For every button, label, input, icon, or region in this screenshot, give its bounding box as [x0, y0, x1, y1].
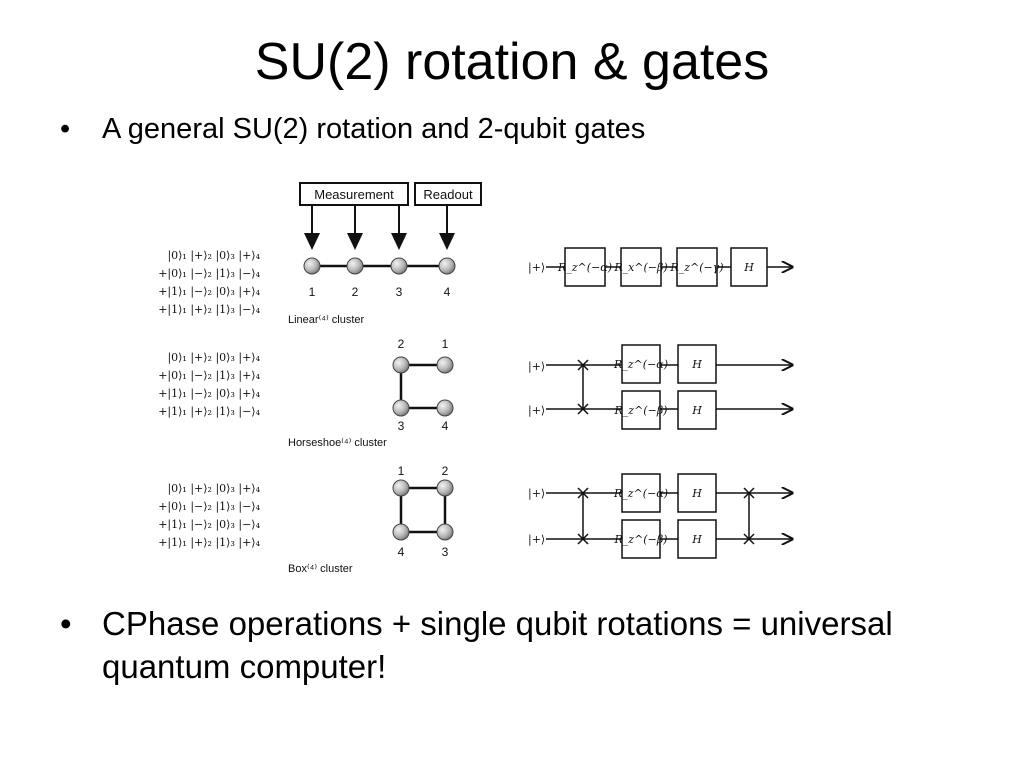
- gate-label: R_z^(−α): [557, 261, 612, 274]
- gate-label: H: [691, 487, 702, 500]
- box-state-list: |0⟩₁ |+⟩₂ |0⟩₃ |+⟩₄ +|0⟩₁ |−⟩₂ |1⟩₃ |−⟩₄…: [158, 482, 260, 550]
- gate-box: [677, 519, 717, 559]
- node-number: 3: [442, 545, 449, 559]
- bullet-su2-rotation: • A general SU(2) rotation and 2-qubit g…: [60, 110, 980, 148]
- state-line: +|1⟩₁ |+⟩₂ |1⟩₃ |−⟩₄: [158, 405, 260, 419]
- gate-box: [677, 390, 717, 430]
- horseshoe-bonds: [399, 363, 445, 410]
- state-line: +|1⟩₁ |−⟩₂ |0⟩₃ |+⟩₄: [158, 387, 260, 401]
- gate-label: H: [691, 404, 702, 417]
- cphase-marks: [743, 487, 755, 545]
- cphase-marks: [577, 487, 589, 545]
- node-number: 3: [396, 285, 403, 299]
- node-number: 2: [442, 464, 449, 478]
- qubit-node: [303, 257, 321, 275]
- node-number: 2: [398, 337, 405, 351]
- gate-label: R_z^(−β): [614, 533, 668, 546]
- measurement-label: Measurement: [314, 187, 394, 202]
- state-line: +|0⟩₁ |−⟩₂ |1⟩₃ |+⟩₄: [158, 369, 260, 383]
- gate-box: [564, 247, 606, 287]
- gate-box: [730, 247, 768, 287]
- gate-label: R_z^(−γ): [669, 261, 723, 274]
- qubit-node: [392, 523, 410, 541]
- bullet-text: A general SU(2) rotation and 2-qubit gat…: [102, 113, 646, 145]
- qubit-node: [392, 479, 410, 497]
- horseshoe-caption: Horseshoe⁽⁴⁾ cluster: [288, 437, 387, 449]
- slide-title: SU(2) rotation & gates: [254, 33, 770, 91]
- qubit-node: [436, 356, 454, 374]
- arrow-heads: [304, 233, 455, 250]
- state-line: |0⟩₁ |+⟩₂ |0⟩₃ |+⟩₄: [167, 249, 260, 263]
- node-number: 1: [442, 337, 449, 351]
- horseshoe-state-list: |0⟩₁ |+⟩₂ |0⟩₃ |+⟩₄ +|0⟩₁ |−⟩₂ |1⟩₃ |+⟩₄…: [158, 351, 260, 419]
- gate-label: R_z^(−α): [613, 358, 668, 371]
- measurement-arrows: [311, 205, 448, 240]
- gate-box: [676, 247, 718, 287]
- gate-label: H: [691, 358, 702, 371]
- gate-label: R_z^(−α): [613, 487, 668, 500]
- circuit-input: |+⟩: [528, 404, 545, 418]
- gate-box: [621, 390, 661, 430]
- state-line: +|1⟩₁ |+⟩₂ |1⟩₃ |+⟩₄: [158, 536, 260, 550]
- node-number: 1: [398, 464, 405, 478]
- gate-box: [677, 344, 717, 384]
- gate-box: [620, 247, 662, 287]
- linear-caption: Linear⁽⁴⁾ cluster: [288, 314, 364, 326]
- box-bonds: [399, 486, 447, 534]
- qubit-node: [390, 257, 408, 275]
- bullet-marker: •: [60, 605, 72, 642]
- gate-box: [677, 473, 717, 513]
- circuit-input: |+⟩: [528, 533, 545, 547]
- cluster-state-figure: Measurement Readout |0⟩₁ |+⟩₂ |0⟩₃ |+⟩₄ …: [150, 178, 810, 580]
- gate-label: R_z^(−β): [614, 404, 668, 417]
- gate-box: [621, 473, 661, 513]
- qubit-node: [392, 399, 410, 417]
- state-line: +|0⟩₁ |−⟩₂ |1⟩₃ |−⟩₄: [158, 267, 260, 281]
- node-number: 1: [309, 285, 316, 299]
- gate-box: [621, 344, 661, 384]
- box-caption: Box⁽⁴⁾ cluster: [288, 563, 353, 575]
- cphase-marks: [577, 359, 589, 415]
- node-number: 4: [444, 285, 451, 299]
- state-line: +|1⟩₁ |+⟩₂ |1⟩₃ |−⟩₄: [158, 303, 260, 317]
- state-line: +|1⟩₁ |−⟩₂ |0⟩₃ |−⟩₄: [158, 518, 260, 532]
- qubit-node: [436, 523, 454, 541]
- gate-box: [621, 519, 661, 559]
- bullet-text: CPhase operations + single qubit rotatio…: [102, 605, 893, 685]
- state-line: |0⟩₁ |+⟩₂ |0⟩₃ |+⟩₄: [167, 351, 260, 365]
- bullet-marker: •: [60, 113, 71, 145]
- qubit-node: [346, 257, 364, 275]
- circuit-input: |+⟩: [528, 261, 545, 275]
- circuit-input: |+⟩: [528, 360, 545, 374]
- qubit-node: [436, 479, 454, 497]
- figure-svg: Measurement Readout |0⟩₁ |+⟩₂ |0⟩₃ |+⟩₄ …: [158, 182, 810, 575]
- linear-state-list: |0⟩₁ |+⟩₂ |0⟩₃ |+⟩₄ +|0⟩₁ |−⟩₂ |1⟩₃ |−⟩₄…: [158, 249, 260, 317]
- gate-label: H: [743, 261, 754, 274]
- node-number: 2: [352, 285, 359, 299]
- bullet-universal-qc: • CPhase operations + single qubit rotat…: [60, 602, 980, 688]
- state-line: |0⟩₁ |+⟩₂ |0⟩₃ |+⟩₄: [167, 482, 260, 496]
- gate-label: H: [691, 533, 702, 546]
- node-number: 4: [398, 545, 405, 559]
- node-number: 3: [398, 419, 405, 433]
- node-number: 4: [442, 419, 449, 433]
- state-line: +|0⟩₁ |−⟩₂ |1⟩₃ |−⟩₄: [158, 500, 260, 514]
- readout-label: Readout: [423, 187, 473, 202]
- state-line: +|1⟩₁ |−⟩₂ |0⟩₃ |+⟩₄: [158, 285, 260, 299]
- qubit-node: [438, 257, 456, 275]
- qubit-node: [436, 399, 454, 417]
- qubit-node: [392, 356, 410, 374]
- gate-label: R_x^(−β): [613, 261, 667, 274]
- circuit-input: |+⟩: [528, 487, 545, 501]
